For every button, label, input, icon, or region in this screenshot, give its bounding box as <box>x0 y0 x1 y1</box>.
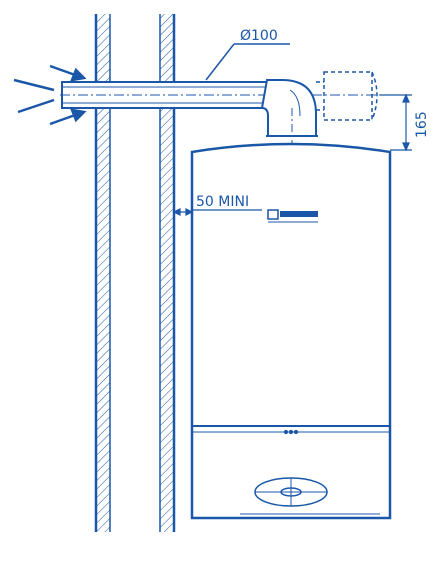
alt-elbow-end <box>371 71 378 121</box>
exhaust-line-1 <box>13 78 55 92</box>
bosch-logo-icon <box>267 209 318 223</box>
flue-pipe <box>60 81 410 109</box>
wall-hatch-left <box>96 14 110 532</box>
logo-wordmark <box>280 211 318 217</box>
alt-elbow-rect <box>323 71 373 121</box>
diameter-label: Ø100 <box>240 28 278 44</box>
exhaust-line-2 <box>17 98 55 114</box>
clearance-arrow-left <box>172 208 181 216</box>
arrow-icon-lower-head <box>70 108 87 123</box>
logo-mark <box>267 209 279 220</box>
clearance-label: 50 MINI <box>196 194 249 210</box>
airflow-arrows <box>13 64 87 126</box>
flue-elbow <box>260 79 318 150</box>
clearance-dimension <box>172 208 262 216</box>
dial-icon <box>254 477 328 507</box>
diameter-leader <box>205 43 235 81</box>
elbow-inner-curve <box>289 89 301 117</box>
indicator-light-1 <box>283 429 289 435</box>
boiler-casing <box>190 142 392 520</box>
indicator-light-2 <box>288 429 294 435</box>
diameter-annotation <box>205 43 290 81</box>
alternative-elbow-outline <box>316 71 378 121</box>
height-dimension <box>380 93 412 152</box>
boiler <box>190 142 392 520</box>
arrow-icon-upper-head <box>70 67 87 82</box>
dim-arrow-top <box>402 93 410 103</box>
indicator-light-3 <box>293 429 299 435</box>
wall-hatch-right <box>160 14 174 532</box>
clearance-arrow-right <box>185 208 194 216</box>
dim-arrow-bottom <box>402 142 410 152</box>
height-label: 165 <box>414 111 430 138</box>
elbow-body <box>260 79 317 137</box>
